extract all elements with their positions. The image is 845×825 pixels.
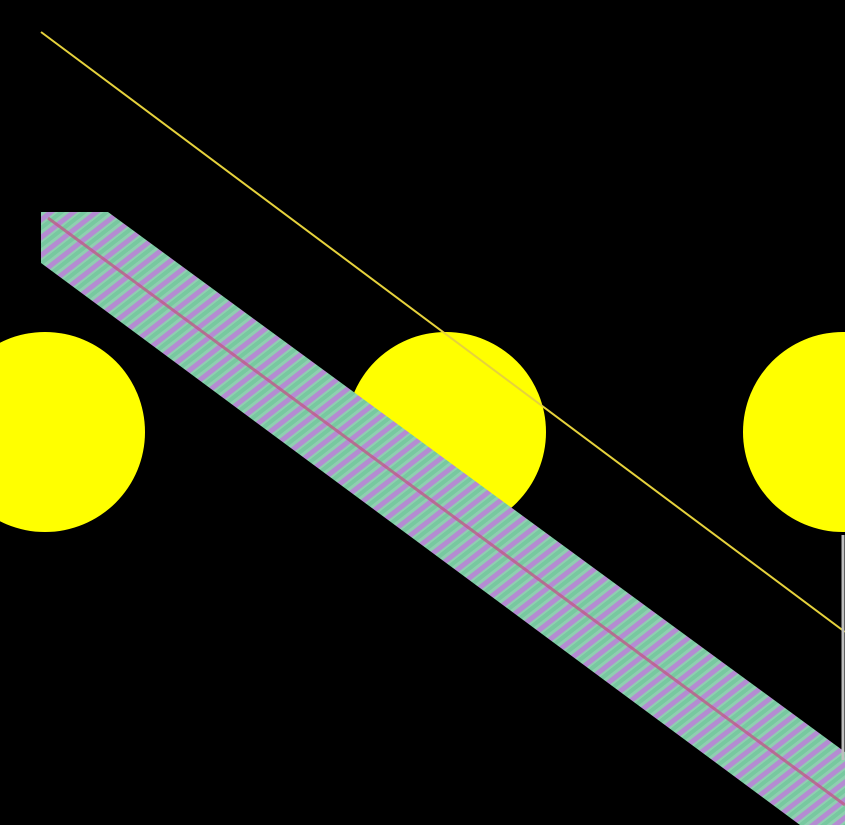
pad-left xyxy=(0,332,145,532)
thin-diagonal-line xyxy=(40,31,845,633)
striped-diagonal-band xyxy=(41,212,845,825)
pad-right xyxy=(743,332,845,532)
band-center-line xyxy=(47,216,845,807)
